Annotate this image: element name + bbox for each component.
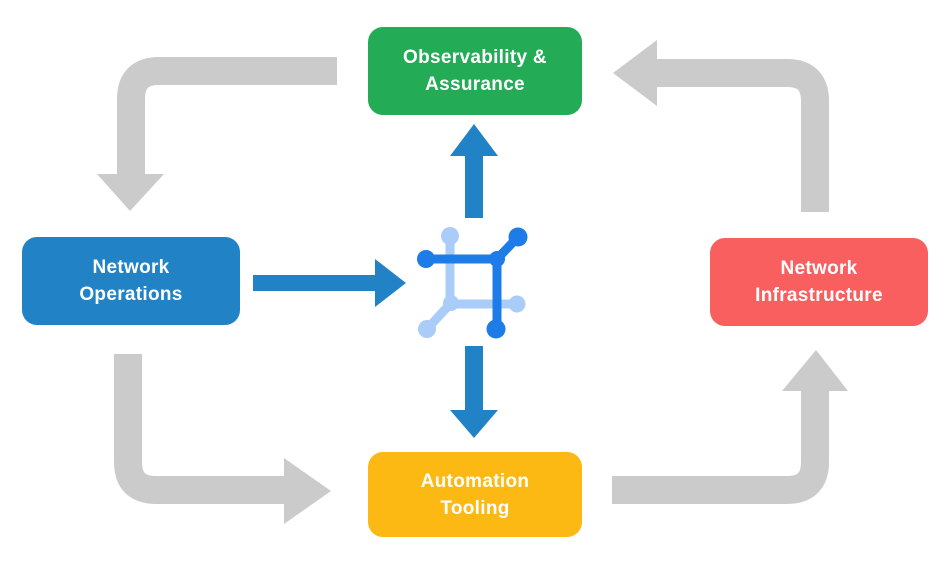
arrow-infrastructure-to-observability — [613, 40, 829, 212]
arrowhead-right — [375, 259, 406, 307]
node-network-infrastructure: Network Infrastructure — [710, 238, 928, 326]
network-mesh-icon — [417, 227, 528, 339]
arrow-operations-to-tooling — [114, 354, 331, 524]
node-label: Network — [92, 257, 170, 278]
arrowhead-left — [613, 40, 657, 106]
node-label: Infrastructure — [755, 285, 883, 306]
node-label: Network — [780, 258, 858, 279]
arrowhead-up — [782, 350, 848, 391]
arrowhead-right — [284, 458, 331, 524]
arrow-operations-to-center — [253, 259, 406, 307]
node-observability-assurance: Observability & Assurance — [368, 27, 582, 115]
arrowhead-down — [97, 174, 164, 211]
node-label: Assurance — [425, 74, 525, 95]
network-mesh-icon-light-branch — [418, 227, 526, 338]
node-network-operations: Network Operations — [22, 237, 240, 325]
arrow-center-to-tooling — [450, 346, 498, 438]
node-label: Automation — [420, 470, 530, 492]
node-automation-tooling: Automation Tooling — [368, 452, 582, 537]
arrowhead-down — [450, 410, 498, 438]
arrowhead-up — [450, 124, 498, 156]
node-label: Operations — [79, 284, 183, 305]
arrow-observability-to-operations — [97, 57, 337, 211]
node-label: Observability & — [403, 47, 547, 68]
node-label: Tooling — [440, 497, 510, 519]
arrow-tooling-to-infrastructure — [612, 350, 848, 504]
arrow-center-to-observability — [450, 124, 498, 218]
network-mesh-icon-dark-branch — [417, 227, 528, 339]
